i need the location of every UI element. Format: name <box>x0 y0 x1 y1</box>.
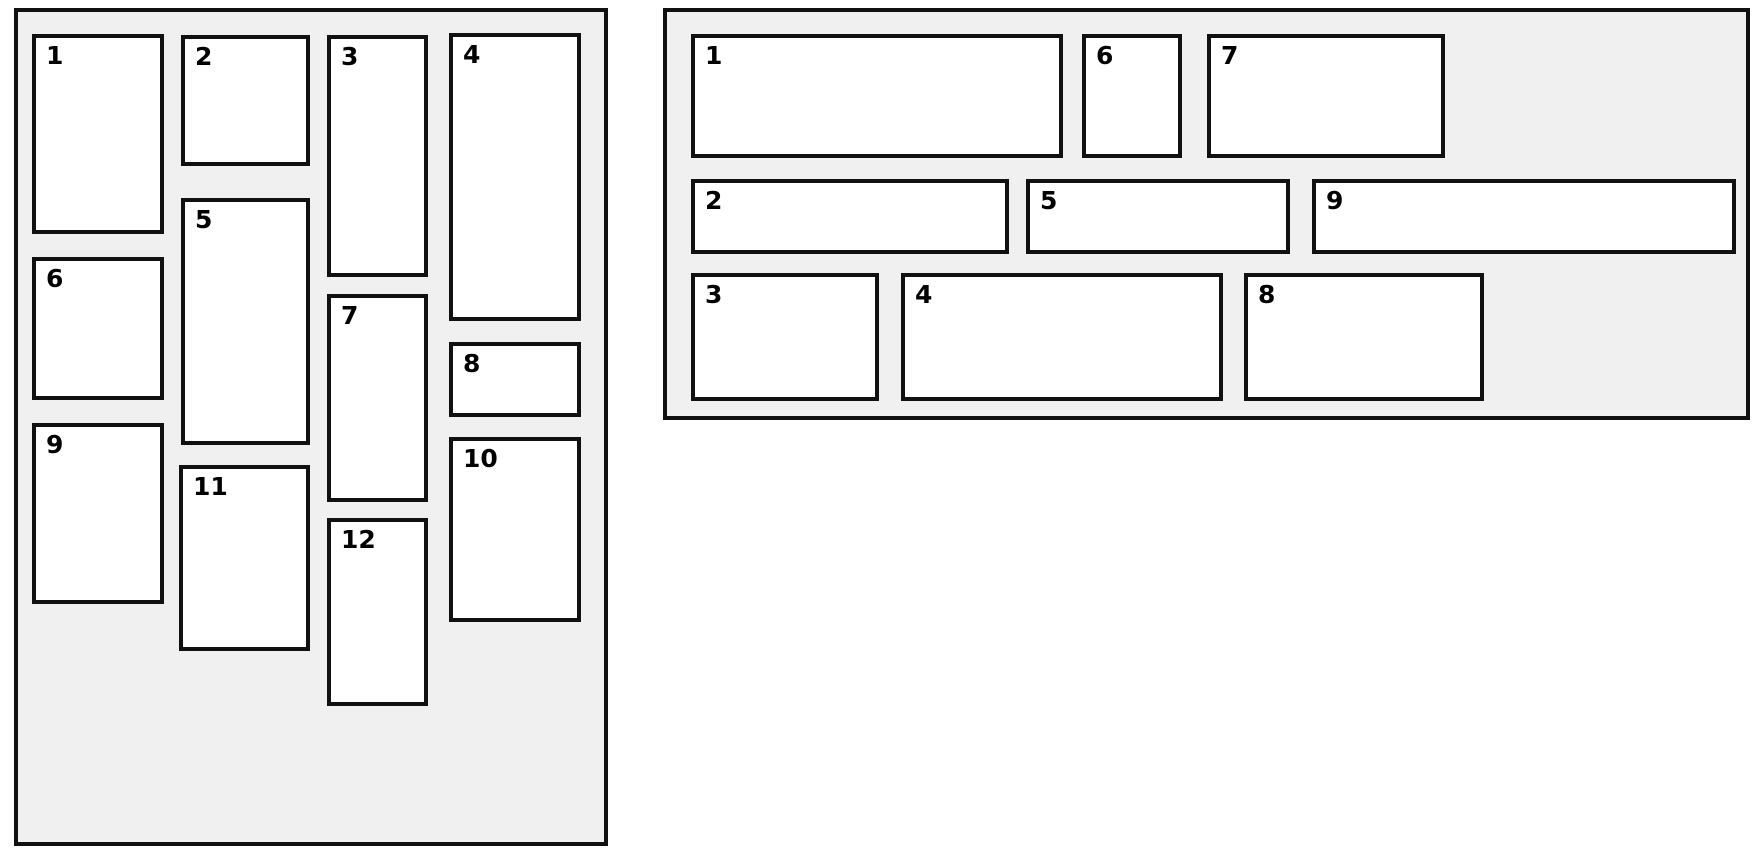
layout-box[interactable]: 8 <box>449 342 581 417</box>
box-label: 11 <box>193 472 228 501</box>
box-label: 6 <box>46 264 64 293</box>
box-label: 2 <box>705 186 723 215</box>
layout-box[interactable]: 3 <box>327 35 428 277</box>
box-label: 5 <box>195 205 213 234</box>
box-label: 8 <box>1258 280 1276 309</box>
box-label: 3 <box>341 42 359 71</box>
layout-box[interactable]: 7 <box>1207 34 1445 158</box>
layout-box[interactable]: 3 <box>691 273 879 401</box>
box-label: 10 <box>463 444 498 473</box>
layout-box[interactable]: 5 <box>1026 179 1290 254</box>
box-label: 5 <box>1040 186 1058 215</box>
layout-box[interactable]: 1 <box>32 34 164 234</box>
box-label: 3 <box>705 280 723 309</box>
box-label: 12 <box>341 525 376 554</box>
layout-box[interactable]: 6 <box>1082 34 1182 158</box>
box-label: 7 <box>341 301 359 330</box>
layout-box[interactable]: 2 <box>181 35 310 166</box>
layout-box[interactable]: 9 <box>32 423 164 604</box>
layout-box[interactable]: 8 <box>1244 273 1484 401</box>
box-label: 1 <box>46 41 64 70</box>
right-panel: 1 6 7 2 5 9 3 4 8 <box>663 8 1750 420</box>
box-label: 6 <box>1096 41 1114 70</box>
layout-box[interactable]: 7 <box>327 294 428 502</box>
layout-box[interactable]: 1 <box>691 34 1063 158</box>
layout-box[interactable]: 12 <box>327 518 428 706</box>
layout-box[interactable]: 6 <box>32 257 164 400</box>
box-label: 9 <box>46 430 64 459</box>
layout-box[interactable]: 2 <box>691 179 1009 254</box>
layout-box[interactable]: 9 <box>1312 179 1736 254</box>
layout-box[interactable]: 4 <box>449 33 581 321</box>
box-label: 9 <box>1326 186 1344 215</box>
box-label: 4 <box>915 280 933 309</box>
layout-box[interactable]: 5 <box>181 198 310 445</box>
box-label: 1 <box>705 41 723 70</box>
layout-box[interactable]: 11 <box>179 465 310 651</box>
box-label: 4 <box>463 40 481 69</box>
box-label: 8 <box>463 349 481 378</box>
layout-box[interactable]: 10 <box>449 437 581 622</box>
layout-box[interactable]: 4 <box>901 273 1223 401</box>
box-label: 2 <box>195 42 213 71</box>
box-label: 7 <box>1221 41 1239 70</box>
